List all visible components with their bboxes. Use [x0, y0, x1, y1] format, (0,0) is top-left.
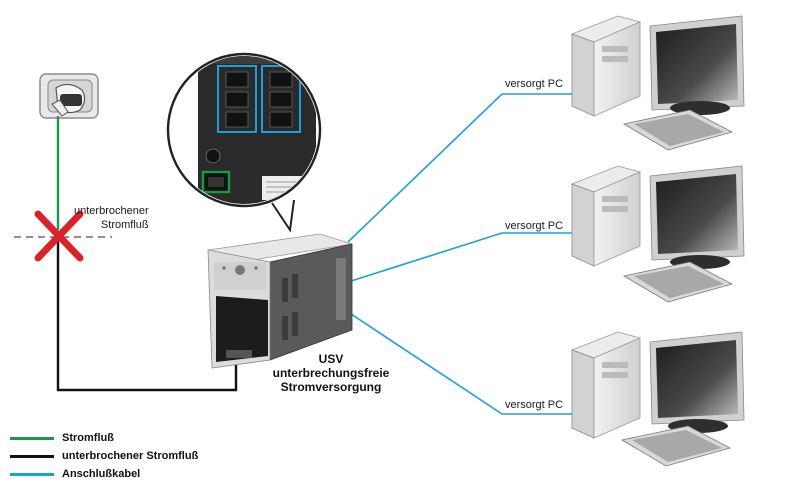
- ups-caption: USV unterbrechungsfreie Stromversorgung: [256, 352, 406, 394]
- interruption-cross-icon: [34, 210, 84, 262]
- interrupted-power-line: [56, 232, 238, 392]
- legend-label-power: Stromfluß: [62, 432, 114, 444]
- ups-caption-line-2: unterbrechungsfreie: [272, 366, 390, 380]
- cable-to-pc-3: [347, 311, 572, 415]
- legend-swatch-interrupted: [10, 454, 54, 458]
- ups-caption-line-1: USV: [318, 352, 344, 366]
- ups-caption-line-3: Stromversorgung: [280, 380, 382, 394]
- ups-rear-zoom: [166, 52, 322, 233]
- legend-label-interrupted: unterbrochener Stromfluß: [62, 450, 199, 462]
- pc-3-label: versorgt PC: [505, 399, 564, 411]
- legend-item-interrupted: unterbrochener Stromfluß: [10, 448, 198, 464]
- legend-label-cable: Anschlußkabel: [62, 468, 141, 480]
- pc-2-label: versorgt PC: [505, 220, 564, 232]
- legend-swatch-power: [10, 436, 54, 440]
- legend-swatch-cable: [10, 472, 54, 476]
- ups-device-icon: [207, 233, 353, 369]
- pc-3-icon: [570, 331, 745, 467]
- cable-to-pc-1: [347, 93, 572, 243]
- pc-2-icon: [570, 165, 745, 303]
- break-label: unterbrochener Stromfluß: [74, 205, 149, 231]
- legend-item-cable: Anschlußkabel: [10, 466, 140, 482]
- cable-to-pc-2: [347, 232, 572, 283]
- legend-item-power: Stromfluß: [10, 430, 114, 446]
- pc-1-icon: [570, 15, 745, 151]
- wall-socket-icon: [39, 73, 99, 119]
- pc-1-label: versorgt PC: [505, 78, 564, 90]
